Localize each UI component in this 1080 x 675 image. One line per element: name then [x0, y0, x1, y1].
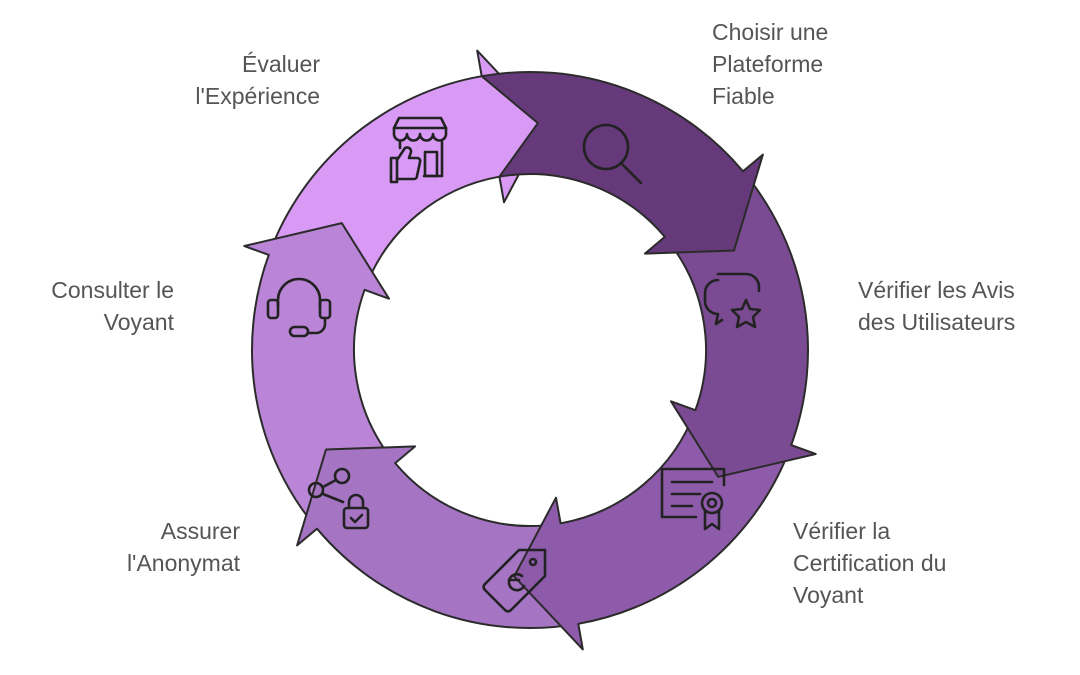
step-5-label-line-1: Consulter le — [51, 277, 174, 303]
step-5-label-line-2: Voyant — [103, 309, 174, 335]
step-label-evaluate-experience: Évaluer l'Expérience — [120, 48, 320, 112]
step-1-label-line-2: Plateforme — [712, 51, 824, 77]
headset-icon — [266, 277, 332, 338]
step-label-choose-platform: Choisir une Plateforme Fiable — [712, 16, 828, 112]
step-3-label-line-3: Voyant — [793, 582, 864, 608]
step-label-check-reviews: Vérifier les Avis des Utilisateurs — [858, 274, 1015, 338]
price-tag-euro-icon — [482, 548, 547, 613]
storefront-thumbs-up-icon — [389, 116, 448, 184]
step-6-label-line-2: l'Expérience — [195, 83, 320, 109]
share-lock-icon — [307, 467, 370, 530]
step-1-label-line-1: Choisir une — [712, 19, 829, 45]
step-4-label-line-2: l'Anonymat — [126, 550, 240, 576]
step-label-consult-psychic: Consulter le Voyant — [0, 274, 174, 338]
step-1-label-line-3: Fiable — [712, 83, 775, 109]
step-4-label-line-1: Assurer — [160, 518, 240, 544]
certificate-icon — [660, 467, 726, 531]
search-icon — [582, 123, 643, 185]
step-label-ensure-anonymity: Assurer l'Anonymat — [40, 515, 240, 579]
step-2-label-line-2: des Utilisateurs — [858, 309, 1016, 335]
step-3-label-line-1: Vérifier la — [793, 518, 891, 544]
step-6-label-line-1: Évaluer — [242, 51, 320, 77]
review-star-icon — [703, 272, 762, 329]
step-2-label-line-1: Vérifier les Avis — [858, 277, 1015, 303]
step-3-label-line-2: Certification du — [793, 550, 947, 576]
step-label-check-certification: Vérifier la Certification du Voyant — [793, 515, 946, 611]
